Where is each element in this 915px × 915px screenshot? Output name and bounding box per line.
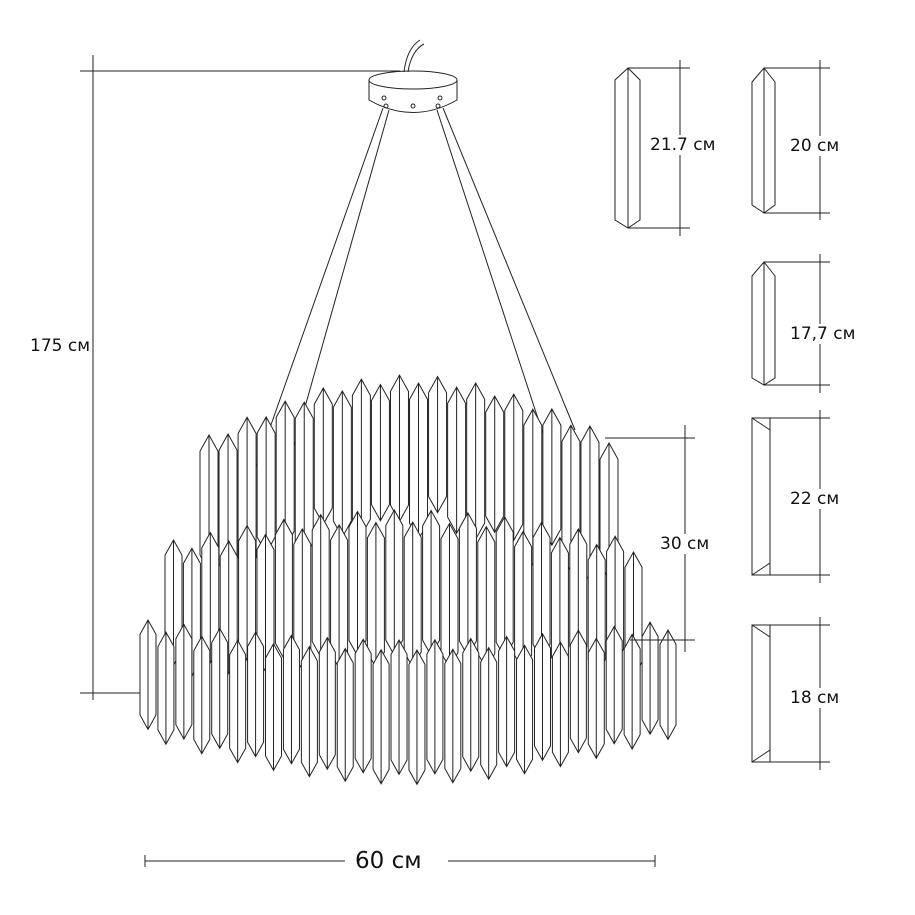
lower-crystal: [444, 648, 462, 784]
width-label: 60 см: [355, 848, 422, 874]
lower-crystal: [408, 648, 426, 786]
upper-crystal: [389, 374, 409, 523]
lower-crystal: [390, 638, 408, 776]
crystal-1-size-label: 21.7 см: [650, 135, 716, 155]
lower-crystal: [533, 632, 551, 762]
middle-crystal: [477, 525, 496, 670]
width-dimension-line: [144, 855, 656, 867]
lower-crystal: [462, 637, 480, 773]
lower-crystal: [157, 631, 175, 746]
middle-crystal: [385, 509, 404, 657]
lower-crystal: [175, 623, 193, 741]
crystal-detail-2: [751, 60, 830, 220]
lower-crystal: [229, 639, 247, 764]
lower-crystal: [318, 636, 336, 771]
middle-crystal: [458, 511, 477, 658]
crystal-3-size-label: 17,7 см: [790, 324, 856, 344]
upper-crystal: [504, 393, 524, 542]
middle-crystal: [422, 509, 441, 657]
lower-crystal: [516, 644, 534, 775]
middle-crystal: [366, 521, 385, 669]
lower-crystal: [623, 633, 641, 751]
upper-crystal: [332, 390, 352, 539]
lower-crystal: [336, 647, 354, 783]
lower-crystal: [641, 621, 659, 736]
lower-crystal: [300, 645, 318, 778]
upper-crystal: [542, 407, 562, 547]
middle-crystal: [587, 543, 606, 676]
lower-crystal: [211, 627, 229, 750]
lower-crystal: [139, 618, 157, 731]
lower-crystal: [426, 638, 444, 775]
lower-crystal: [480, 646, 498, 781]
middle-crystal: [440, 522, 459, 669]
suspension-wires: [254, 107, 576, 471]
upper-crystal: [370, 383, 390, 522]
lower-crystal: [605, 625, 623, 745]
middle-crystal: [330, 523, 349, 670]
lower-crystal: [372, 648, 390, 785]
height-dimension-line: [80, 55, 400, 700]
lower-crystal: [247, 631, 265, 758]
upper-crystal: [409, 382, 429, 541]
shade-height-label: 30 см: [660, 534, 710, 554]
total-height-label: 175 см: [30, 336, 91, 356]
crystal-detail-3: [751, 254, 830, 393]
upper-crystal: [428, 375, 448, 514]
middle-crystal: [311, 513, 330, 658]
crystal-5-size-label: 18 см: [790, 688, 840, 708]
upper-crystal: [256, 415, 276, 555]
upper-crystal: [313, 387, 333, 526]
crystal-2-size-label: 20 см: [790, 136, 840, 156]
lower-crystal: [659, 628, 677, 741]
crystal-4-size-label: 22 см: [790, 489, 840, 509]
upper-crystal: [447, 386, 467, 535]
middle-crystal: [403, 521, 422, 669]
middle-crystal: [495, 515, 514, 659]
lower-crystal: [498, 635, 516, 768]
lower-crystal: [587, 637, 605, 760]
lower-crystal: [551, 641, 569, 768]
lower-crystal: [282, 634, 300, 765]
lower-crystal: [265, 642, 283, 772]
lower-crystal: [354, 638, 372, 774]
lower-crystal: [569, 629, 587, 754]
canopy: [368, 39, 458, 113]
crystal-shade: [139, 374, 677, 786]
middle-crystal: [348, 510, 367, 657]
upper-crystal: [485, 395, 505, 534]
lower-crystal: [193, 635, 211, 755]
upper-crystal: [466, 382, 486, 541]
upper-crystal: [351, 378, 371, 537]
